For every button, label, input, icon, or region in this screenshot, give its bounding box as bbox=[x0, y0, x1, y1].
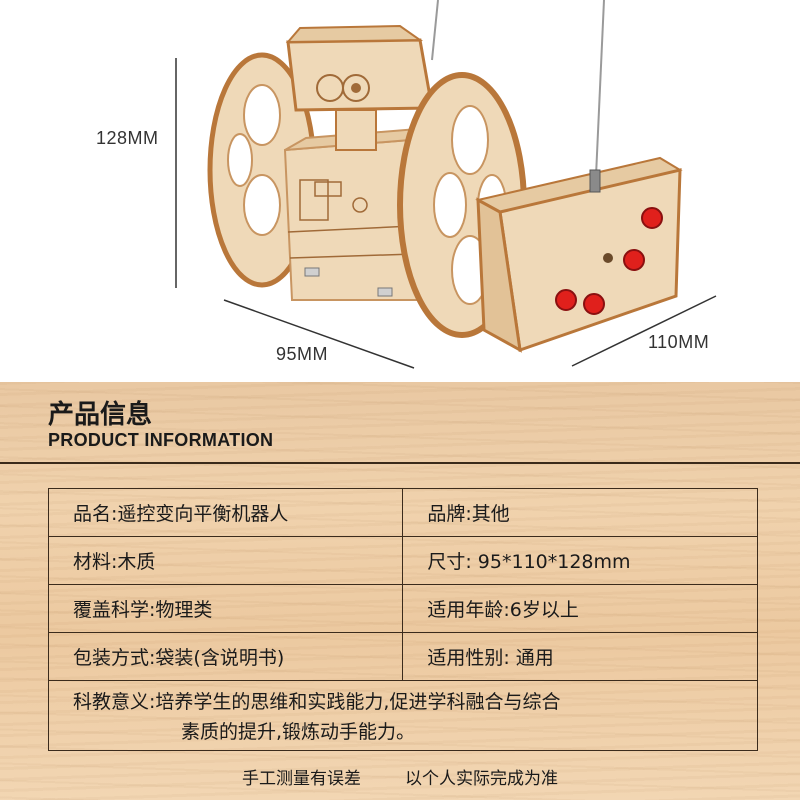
depth-dimension-line bbox=[571, 295, 717, 367]
robot-illustration bbox=[175, 0, 717, 369]
gender-cell: 适用性别: 通用 bbox=[402, 632, 758, 681]
table-row: 品名:遥控变向平衡机器人 品牌:其他 bbox=[47, 488, 758, 537]
robot-head bbox=[285, 24, 434, 151]
product-info-table: 品名:遥控变向平衡机器人 品牌:其他 材料:木质 尺寸: 95*110*128m… bbox=[47, 488, 758, 751]
material-cell: 材料:木质 bbox=[47, 536, 404, 585]
table-row: 科教意义:培养学生的思维和实践能力,促进学科融合与综合 素质的提升,锻炼动手能力… bbox=[48, 680, 758, 751]
table-row: 覆盖科学:物理类 适用年龄:6岁以上 bbox=[47, 584, 758, 633]
antenna-line bbox=[431, 0, 439, 61]
brand-cell: 品牌:其他 bbox=[402, 488, 758, 537]
significance-line-1: 科教意义:培养学生的思维和实践能力,促进学科融合与综合 bbox=[73, 690, 561, 713]
significance-line-2: 素质的提升,锻炼动手能力。 bbox=[181, 720, 416, 743]
remote-control bbox=[475, 156, 683, 353]
product-name-cell: 品名:遥控变向平衡机器人 bbox=[47, 488, 404, 537]
product-photo: 128MM 95MM 110MM bbox=[0, 0, 800, 382]
button-right-icon bbox=[623, 249, 645, 271]
button-down-icon bbox=[583, 293, 605, 315]
footer-note-actual: 以个人实际完成为准 bbox=[405, 769, 558, 789]
height-label: 128MM bbox=[96, 128, 159, 148]
depth-label: 110MM bbox=[648, 332, 710, 352]
button-up-icon bbox=[641, 207, 663, 229]
size-cell: 尺寸: 95*110*128mm bbox=[402, 536, 758, 585]
footer-note: 手工测量有误差 以个人实际完成为准 bbox=[0, 764, 800, 789]
remote-antenna bbox=[595, 0, 605, 177]
button-left-icon bbox=[555, 289, 577, 311]
table-row: 包装方式:袋装(含说明书) 适用性别: 通用 bbox=[47, 632, 758, 681]
section-divider bbox=[0, 462, 800, 464]
table-row: 材料:木质 尺寸: 95*110*128mm bbox=[47, 536, 758, 585]
significance-cell: 科教意义:培养学生的思维和实践能力,促进学科融合与综合 素质的提升,锻炼动手能力… bbox=[48, 680, 758, 751]
right-eye-icon bbox=[342, 74, 370, 102]
width-dimension-line bbox=[223, 299, 415, 369]
width-label: 95MM bbox=[276, 344, 329, 364]
footer-note-measurement: 手工测量有误差 bbox=[242, 769, 361, 789]
age-cell: 适用年龄:6岁以上 bbox=[402, 584, 758, 633]
section-title-en: PRODUCT INFORMATION bbox=[48, 430, 274, 450]
packaging-cell: 包装方式:袋装(含说明书) bbox=[47, 632, 404, 681]
science-cell: 覆盖科学:物理类 bbox=[47, 584, 404, 633]
section-title-cn: 产品信息 bbox=[48, 400, 153, 430]
